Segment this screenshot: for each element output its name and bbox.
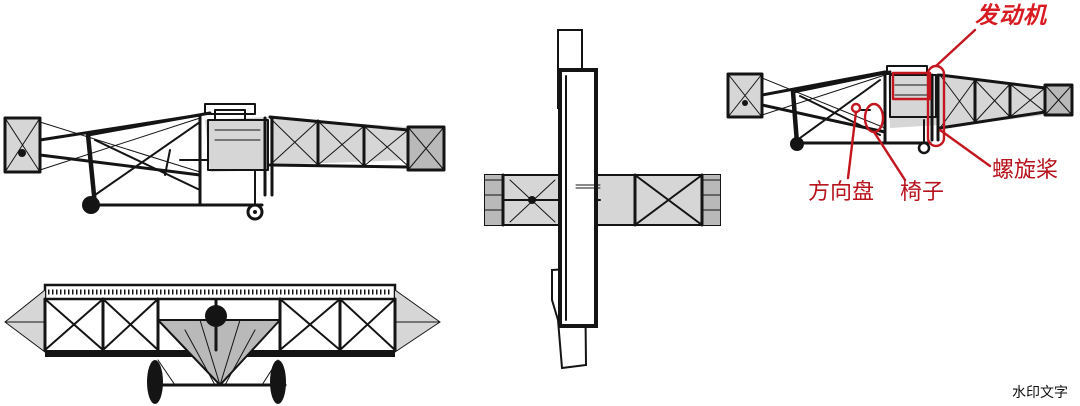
watermark-text: 水印文字 [1012,385,1068,401]
front-view [4,283,441,404]
annotated-side-view [726,28,1074,182]
top-view [484,29,721,370]
steering-wheel-label: 方向盘 [808,180,875,205]
engine-label: 发动机 [975,3,1047,29]
propeller-label: 螺旋桨 [992,158,1059,183]
side-view [3,103,446,221]
seat-label: 椅子 [900,180,945,205]
